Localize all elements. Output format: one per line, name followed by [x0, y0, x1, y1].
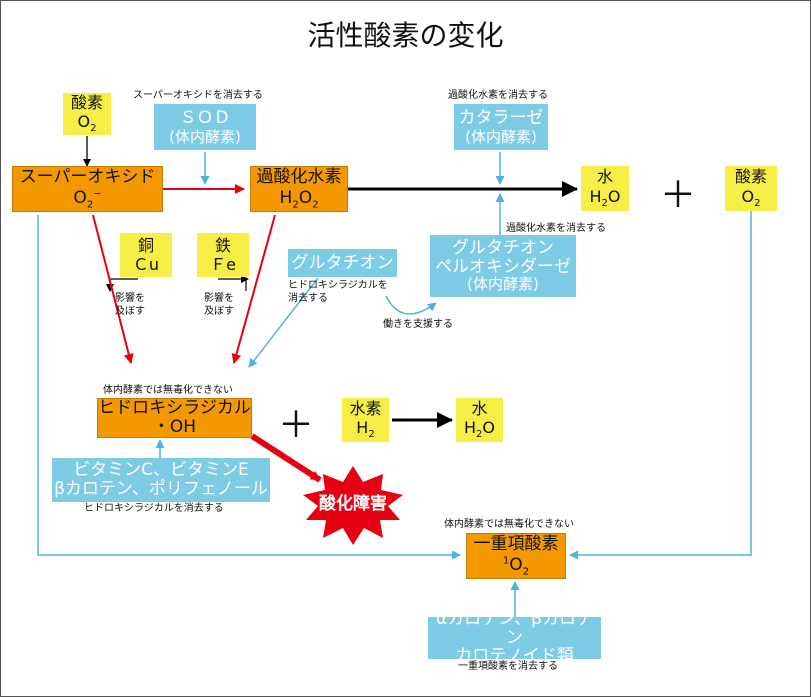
arrow-superoxide-to-singlet	[37, 215, 461, 560]
sod-note: スーパーオキシドを消去する	[133, 90, 263, 101]
arrow-glutathione-to-hydroxyl	[248, 277, 319, 368]
arrow-h2o2-to-hydroxyl	[231, 214, 276, 364]
carotenoids-note: 一重項酸素を消去する	[458, 661, 558, 672]
singlet-oxygen-label: 一重項酸素	[473, 534, 559, 555]
oxygen-right-label: 酸素	[734, 167, 767, 187]
hydrogen-peroxide-label: 過酸化水素	[256, 167, 342, 188]
carotenoids-line-2: カロテノイド類	[455, 646, 574, 667]
superoxide-box: スーパーオキシド O2−	[12, 166, 163, 212]
water-middle-label: 水	[471, 398, 488, 418]
iron-symbol: Ｆe	[210, 255, 236, 274]
catalase-note: 過酸化水素を消去する	[448, 90, 548, 101]
iron-label: 鉄	[214, 235, 231, 255]
hydroxyl-label: ヒドロキシラジカル	[98, 398, 251, 419]
oxidative-damage-burst	[303, 466, 403, 545]
glutathione-label: グルタチオン	[291, 252, 394, 273]
gpx-note: 過酸化水素を消去する	[506, 223, 606, 234]
oxygen-right-formula: O2	[741, 186, 761, 209]
gpx-type: (体内酵素)	[467, 275, 539, 294]
superoxide-formula: O2−	[73, 187, 102, 210]
gpx-name-2: ペルオキシダーゼ	[435, 256, 571, 277]
gpx-support-note: 働きを支援する	[383, 319, 453, 330]
gpx-box: グルタチオン ペルオキシダーゼ (体内酵素)	[430, 235, 576, 297]
arrow-hydroxyl-to-damage	[250, 433, 322, 483]
arrow-copper-influence	[106, 278, 138, 292]
oxygen-right-box: 酸素 O2	[725, 166, 777, 211]
arrow-superoxide-to-hydroxyl	[92, 214, 134, 364]
sod-box: ＳＯＤ (体内酵素)	[154, 104, 256, 150]
sod-name: ＳＯＤ	[179, 107, 231, 128]
hydroxyl-formula: ・OH	[152, 417, 197, 437]
vitamins-line-1: ビタミンC、ビタミンE	[73, 460, 249, 481]
carotenoids-box: αカロテン、βカロテン カロテノイド類	[428, 610, 601, 666]
water-top-formula: H2O	[589, 186, 621, 209]
iron-box: 鉄 Ｆe	[197, 233, 249, 277]
arrow-iron-influence	[218, 278, 247, 291]
copper-symbol: Ｃu	[132, 255, 160, 274]
carotenoids-line-1: αカロテン、βカロテン	[435, 608, 594, 648]
water-top-label: 水	[596, 167, 613, 187]
catalase-type: (体内酵素)	[465, 128, 537, 147]
hydrogen-formula: H2	[356, 418, 375, 441]
oxygen-top-box: 酸素 O2	[63, 93, 111, 135]
water-middle-box: 水 H2O	[456, 398, 503, 442]
superoxide-label: スーパーオキシド	[19, 167, 156, 188]
hydrogen-peroxide-formula: H2O2	[279, 187, 319, 210]
oxygen-top-label: 酸素	[70, 92, 103, 112]
arrow-o2-to-singlet	[569, 211, 752, 560]
copper-box: 銅 Ｃu	[120, 233, 172, 277]
plus-sign-middle: ＋	[278, 405, 315, 446]
copper-label: 銅	[137, 235, 154, 255]
copper-note: 影響を及ぼす	[115, 293, 145, 317]
vitamins-line-2: βカロテン、ポリフェノール	[54, 479, 268, 499]
hydrogen-label: 水素	[349, 398, 382, 418]
oxygen-top-formula: O2	[77, 112, 97, 135]
glutathione-note: ヒドロキシラジカルを消去する	[288, 280, 388, 304]
hydroxyl-radical-box: ヒドロキシラジカル ・OH	[97, 398, 252, 438]
vitamins-note: ヒドロキシラジカルを消去する	[84, 503, 224, 514]
singlet-oxygen-box: 一重項酸素 1O2	[466, 533, 566, 579]
oxidative-damage-label: 酸化障害	[319, 494, 387, 514]
sod-type: (体内酵素)	[169, 128, 241, 147]
water-middle-formula: H2O	[464, 418, 495, 441]
iron-note: 影響を及ぼす	[204, 293, 234, 317]
singlet-oxygen-formula: 1O2	[502, 554, 530, 577]
arrow-glutathione-supports-gpx	[385, 295, 437, 315]
hydrogen-peroxide-box: 過酸化水素 H2O2	[250, 166, 348, 212]
hydrogen-box: 水素 H2	[342, 398, 389, 442]
catalase-name: カタラーゼ	[458, 107, 544, 128]
catalase-box: カタラーゼ (体内酵素)	[454, 104, 548, 150]
water-top-box: 水 H2O	[581, 166, 629, 211]
hydroxyl-note: 体内酵素では無毒化できない	[103, 385, 233, 396]
glutathione-box: グルタチオン	[288, 249, 397, 277]
plus-sign-top: ＋	[660, 175, 697, 216]
gpx-name-1: グルタチオン	[452, 238, 554, 259]
antioxidant-vitamins-box: ビタミンC、ビタミンE βカロテン、ポリフェノール	[52, 458, 270, 502]
page-title: 活性酸素の変化	[307, 19, 504, 52]
singlet-oxygen-note: 体内酵素では無毒化できない	[444, 519, 574, 530]
